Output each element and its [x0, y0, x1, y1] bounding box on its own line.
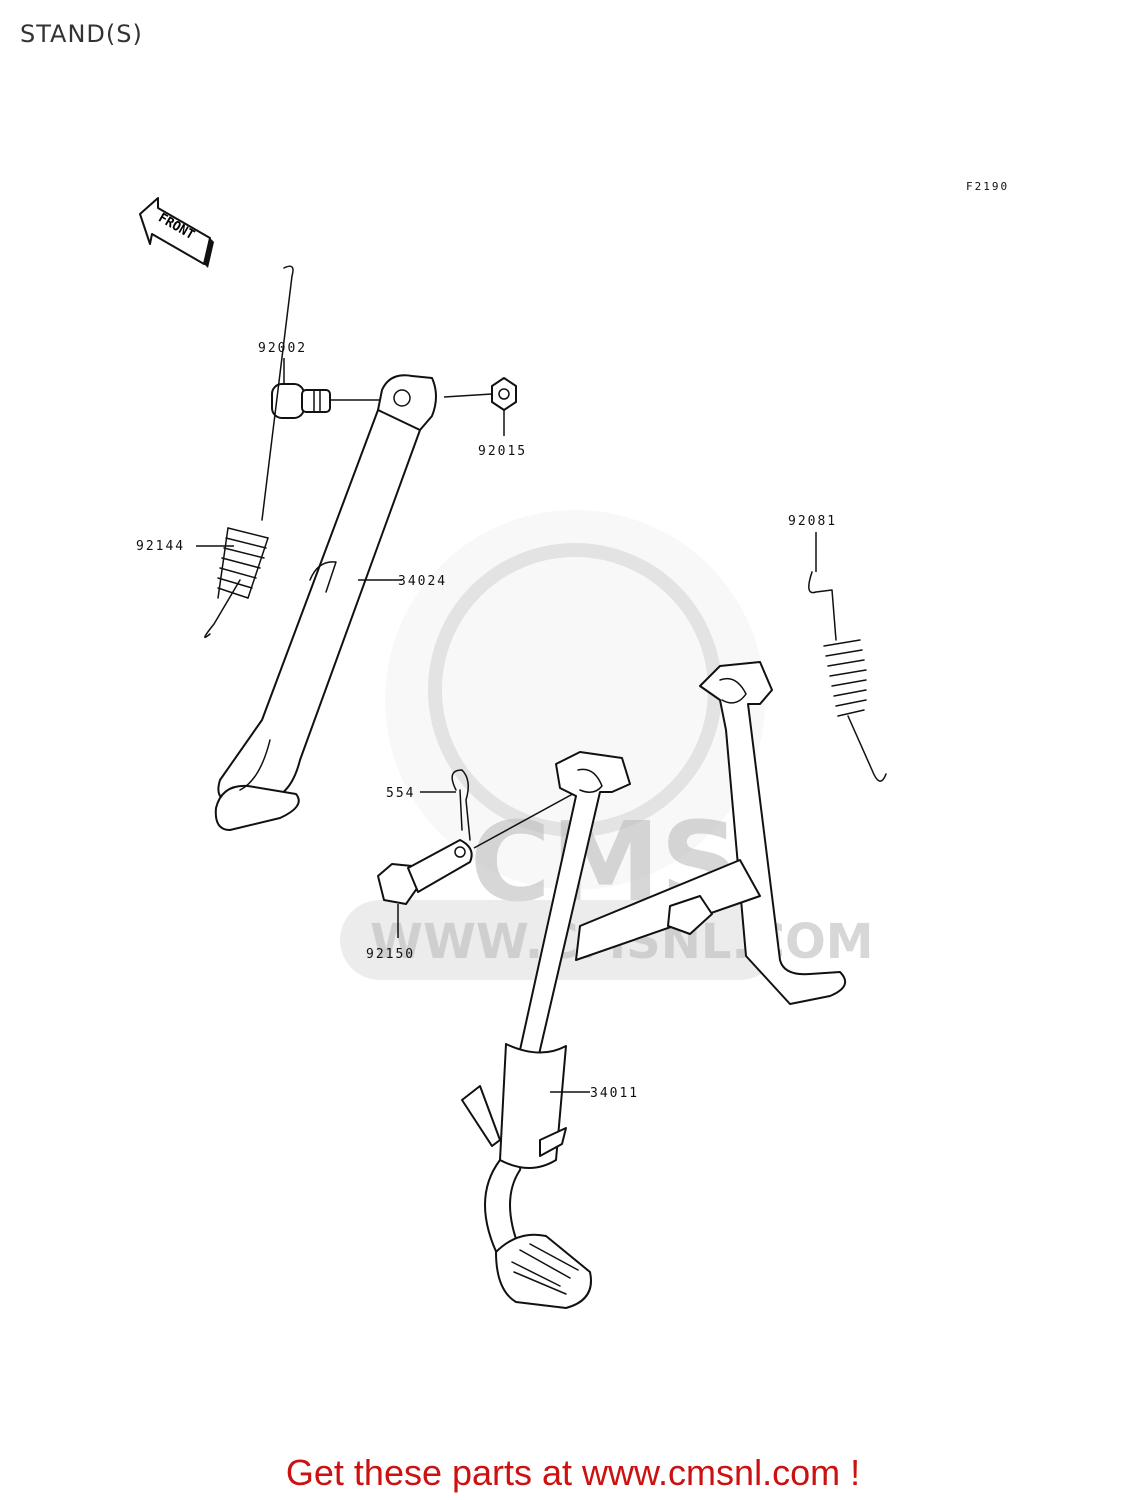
part-label-554: 554	[386, 786, 415, 801]
part-label-34011: 34011	[590, 1086, 639, 1101]
footer-cta-link[interactable]: Get these parts at www.cmsnl.com !	[285, 1452, 861, 1493]
page-title: STAND(S)	[20, 20, 143, 48]
part-label-92015: 92015	[478, 444, 527, 459]
front-arrow-icon: FRONT	[139, 197, 214, 268]
main-stand-34011	[461, 661, 847, 1309]
spring-92081	[808, 571, 887, 782]
part-label-92081: 92081	[788, 514, 837, 529]
part-label-92002: 92002	[258, 341, 307, 356]
part-label-92144: 92144	[136, 539, 185, 554]
pivot-bolt-92150	[377, 789, 581, 905]
figure-code: F2190	[966, 180, 1009, 193]
bolt-92002	[271, 383, 392, 419]
side-stand-34024	[214, 374, 437, 831]
nut-92015	[443, 377, 517, 411]
part-label-92150: 92150	[366, 947, 415, 962]
pin-clip-554	[451, 769, 471, 841]
spring-92144	[204, 265, 294, 639]
part-label-34024: 34024	[398, 574, 447, 589]
